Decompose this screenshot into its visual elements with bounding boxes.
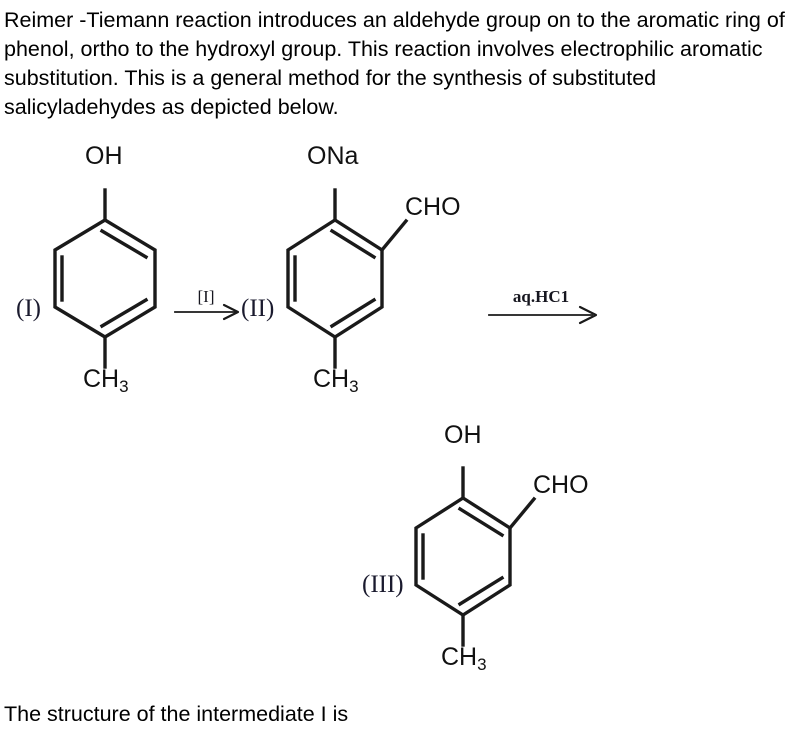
structure-2-ring	[286, 217, 384, 340]
arrow-1-caption: [I]	[197, 287, 215, 306]
structure-1-tag: (I)	[16, 295, 41, 322]
arrow-2-caption: aq.HC1	[512, 287, 570, 306]
structure-3-oh-label: OH	[444, 421, 482, 449]
structure-1-ch3-label: CH3	[83, 365, 129, 396]
intro-paragraph: Reimer -Tiemann reaction introduces an a…	[4, 8, 791, 119]
structure-1-ring	[53, 218, 157, 339]
structure-3-tag: (III)	[362, 571, 404, 598]
structure-3-bond-to-cho	[507, 496, 537, 531]
reaction-scheme: OH CH3 (I) [I] ONa CHO CH3 (II) aq.HC1 O…	[0, 135, 800, 695]
structure-1-oh-label: OH	[85, 142, 123, 170]
closing-question: The structure of the intermediate I is	[4, 702, 349, 726]
structure-2-cho-label: CHO	[405, 193, 461, 221]
reaction-scheme-drawing	[53, 188, 598, 647]
structure-3-ring	[414, 495, 512, 618]
structure-3-ch3-label: CH3	[441, 643, 487, 674]
arrow-1	[174, 303, 240, 321]
structure-2-bond-to-cho	[379, 218, 409, 253]
structure-3-cho-label: CHO	[533, 471, 589, 499]
structure-2-ch3-label: CH3	[313, 365, 359, 396]
structure-2-ona-label: ONa	[307, 142, 359, 170]
structure-2-tag: (II)	[241, 295, 275, 322]
arrow-2	[488, 305, 598, 325]
